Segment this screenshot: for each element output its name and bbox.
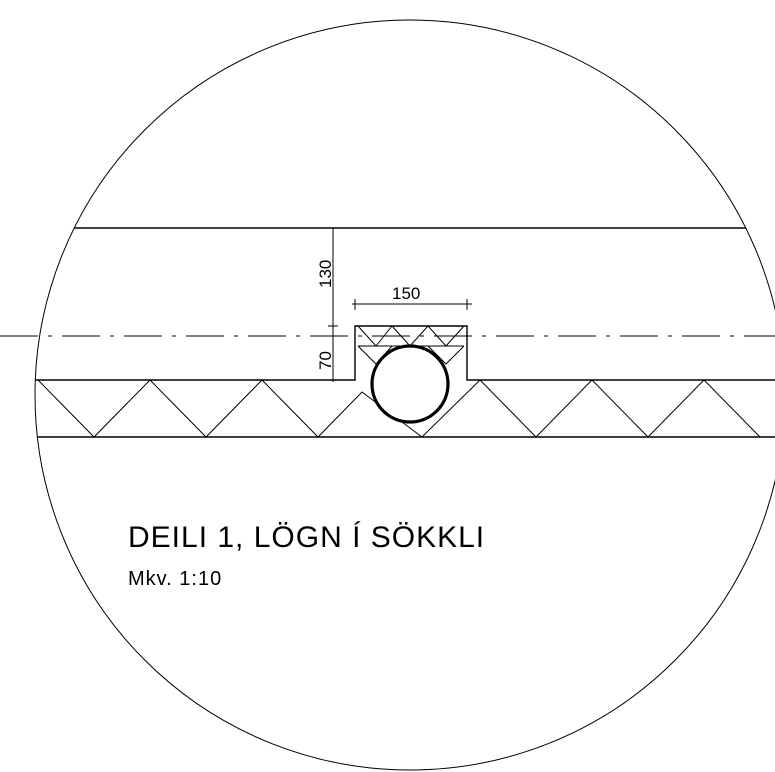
detail-scale: Mkv. 1:10 <box>128 568 222 590</box>
pipe-circle <box>370 344 450 424</box>
detail-circle <box>34 19 775 771</box>
detail-title: DEILI 1, LÖGN Í SÖKKLI <box>128 521 485 554</box>
insulation-top-edge <box>35 325 775 381</box>
dimension-70: 70 <box>316 351 335 370</box>
dimension-130: 130 <box>316 260 335 288</box>
dimension-150: 150 <box>392 284 420 303</box>
